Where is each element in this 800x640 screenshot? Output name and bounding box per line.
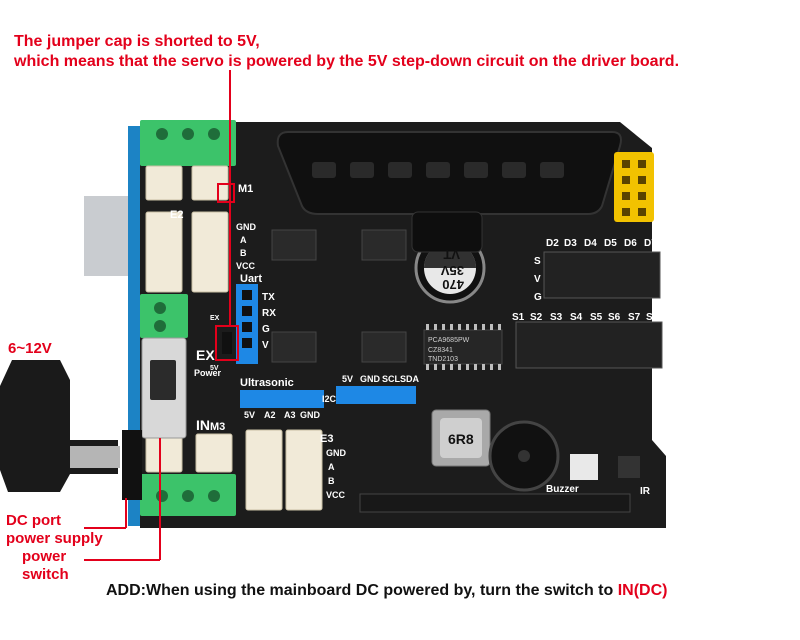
d-pin-2: D2 (546, 238, 559, 249)
yellow-connector (614, 152, 654, 222)
in-label: IN (196, 417, 210, 433)
fivev-small-label: 5V (210, 365, 219, 372)
encoder-label-e3: E3 (320, 433, 333, 445)
d-pin-5: D5 (604, 238, 617, 249)
i2c-pin-sda: SDA (400, 374, 420, 384)
m1-highlight-box (217, 183, 235, 203)
vcc-label: VCC (236, 261, 256, 271)
small-ics (271, 229, 407, 363)
ex-label: EX (196, 347, 215, 363)
terminal-block-power (140, 294, 188, 338)
a-label: A (240, 235, 247, 245)
i2c-pin-scl: SCL (382, 374, 401, 384)
s-pin-8: S8 (646, 312, 659, 323)
terminal-block-top (140, 120, 236, 166)
pca-chip (423, 329, 503, 365)
i2c-label: I2C (322, 394, 337, 404)
bottom-note-text: ADD:When using the mainboard DC powered … (106, 582, 618, 599)
servo-pin-headers (515, 251, 663, 369)
dc-port-label: DC port (6, 512, 61, 529)
svg-letter-v: V (534, 274, 541, 285)
s-pin-1: S1 (512, 312, 525, 323)
s-pin-2: S2 (530, 312, 543, 323)
b-label-bottom: B (328, 476, 335, 486)
switch-label-line3: switch (22, 566, 69, 583)
capacitor-vt: VT (443, 247, 460, 262)
us-pin-gnd: GND (300, 410, 321, 420)
ir-label: IR (640, 486, 651, 497)
dc-port (122, 430, 142, 500)
uart-pin-tx: TX (262, 292, 275, 303)
svg-letter-s: S (534, 256, 541, 267)
switch-label-line1: power supply (6, 530, 103, 547)
ir-receiver (618, 456, 640, 478)
motor-label-m3: M3 (210, 421, 225, 433)
ex-small-label: EX (210, 315, 220, 322)
uart-label: Uart (240, 273, 262, 285)
switch-label-line2: power (22, 548, 67, 565)
uart-pin-v: V (262, 340, 269, 351)
gnd-label: GND (236, 222, 257, 232)
i2c-header (336, 386, 416, 404)
annotation-top: The jumper cap is shorted to 5V, which m… (14, 32, 679, 72)
jumper-highlight-box (215, 325, 239, 361)
vcc-label-bottom: VCC (326, 490, 346, 500)
i2c-pin-5v: 5V (342, 374, 353, 384)
annotation-lines (84, 70, 231, 561)
chip-text-3: TND2103 (428, 356, 458, 363)
uart-pin-g: G (262, 324, 270, 335)
s-pin-5: S5 (590, 312, 603, 323)
rgb-led (570, 454, 598, 480)
voltage-label: 6~12V (8, 340, 52, 357)
d-pin-7: D7 (644, 238, 657, 249)
gnd-label-bottom: GND (326, 448, 347, 458)
motor-connectors (145, 165, 323, 511)
ps2-pins (312, 162, 564, 178)
s-pin-7: S7 (628, 312, 641, 323)
us-pin-5v: 5V (244, 410, 255, 420)
capacitor-voltage: 35V (441, 263, 464, 278)
dc-plug (0, 360, 118, 492)
d-pin-6: D6 (624, 238, 637, 249)
ultrasonic-header (240, 390, 324, 408)
bottom-note-highlight: IN(DC) (617, 582, 668, 599)
d-pin-4: D4 (584, 238, 597, 249)
chip-text-2: CZ8341 (428, 347, 453, 354)
power-switch-slider (150, 360, 176, 400)
b-label: B (240, 248, 247, 258)
d-pin-3: D3 (564, 238, 577, 249)
barrel-shroud (84, 196, 130, 276)
capacitor-value: 470 (442, 277, 464, 292)
annotation-top-line2: which means that the servo is powered by… (14, 53, 680, 70)
svg-letter-g: G (534, 292, 542, 303)
s-pin-3: S3 (550, 312, 563, 323)
power-label: Power (194, 368, 222, 378)
i2c-pin-gnd: GND (360, 374, 381, 384)
inductor-value: 6R8 (448, 431, 474, 447)
buzzer-label: Buzzer (546, 484, 579, 495)
encoder-label-e2: E2 (170, 209, 183, 221)
motor-label-m1: M1 (238, 183, 253, 195)
annotation-top-line1: The jumper cap is shorted to 5V, (14, 33, 260, 50)
ultrasonic-label: Ultrasonic (240, 377, 294, 389)
bottom-pin-row (359, 493, 631, 513)
s-pin-4: S4 (570, 312, 583, 323)
chip-text-1: PCA9685PW (428, 337, 470, 344)
bottom-note: ADD:When using the mainboard DC powered … (106, 582, 667, 600)
us-pin-a3: A3 (284, 410, 296, 420)
us-pin-a2: A2 (264, 410, 276, 420)
s-pin-6: S6 (608, 312, 621, 323)
a-label-bottom: A (328, 462, 335, 472)
uart-pin-rx: RX (262, 308, 276, 319)
board-edge-blue (128, 126, 142, 526)
